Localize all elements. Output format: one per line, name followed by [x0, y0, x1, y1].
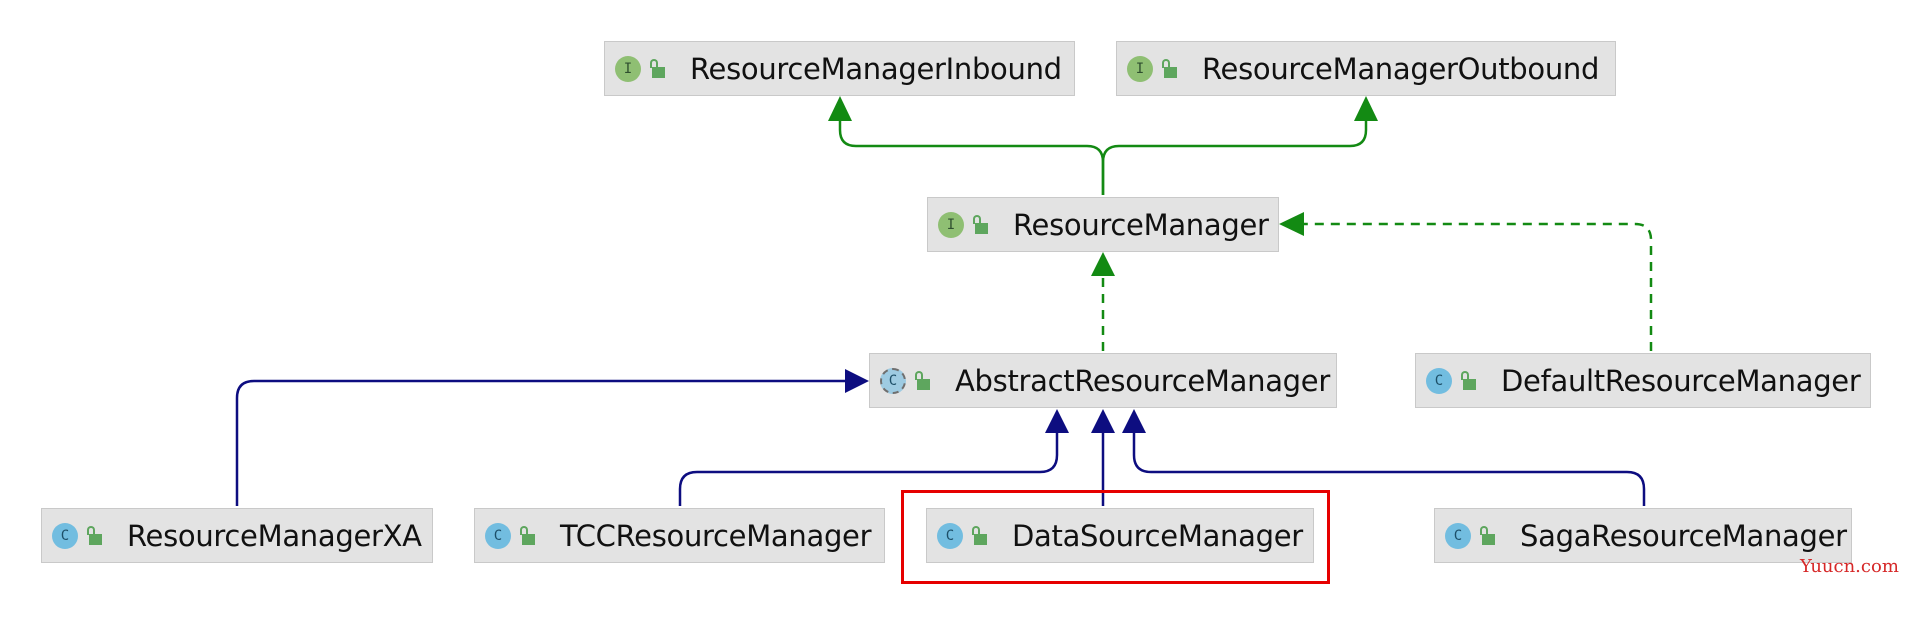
node-label: AbstractResourceManager [955, 363, 1330, 398]
class-icon: C [485, 522, 511, 549]
interface-icon: I [938, 211, 964, 238]
edge-tcc-rm-to-abstract-rm [678, 433, 1059, 506]
public-access-icon [972, 214, 990, 236]
node-resource-manager[interactable]: I ResourceManager [927, 197, 1279, 252]
class-icon: C [52, 522, 78, 549]
node-label: ResourceManager [1013, 207, 1269, 242]
arrowhead-rm-outbound [1354, 96, 1378, 121]
node-abstract-resource-manager[interactable]: C AbstractResourceManager [869, 353, 1337, 408]
highlight-box [901, 490, 1330, 584]
arrowhead-abstract-from-saga [1122, 409, 1146, 433]
node-tcc-resource-manager[interactable]: C TCCResourceManager [474, 508, 885, 563]
node-saga-resource-manager[interactable]: C SagaResourceManager [1434, 508, 1852, 563]
arrowhead-abstract-from-tcc [1045, 409, 1069, 433]
public-access-icon [1161, 58, 1179, 80]
node-datasource-manager[interactable]: C DataSourceManager [926, 508, 1314, 563]
public-access-icon [914, 370, 932, 392]
class-icon: C [1445, 522, 1471, 549]
node-label: ResourceManagerOutbound [1202, 51, 1600, 86]
arrowhead-resource-manager-from-default [1279, 212, 1304, 236]
edge-resource-manager-to-rm-outbound [1101, 121, 1368, 195]
public-access-icon [519, 525, 537, 547]
node-resource-manager-outbound[interactable]: I ResourceManagerOutbound [1116, 41, 1616, 96]
interface-icon: I [1127, 55, 1153, 82]
watermark-text: Yuucn.com [1800, 556, 1899, 577]
node-resource-manager-xa[interactable]: C ResourceManagerXA [41, 508, 433, 563]
node-label: TCCResourceManager [560, 518, 872, 553]
node-label: SagaResourceManager [1520, 518, 1847, 553]
edge-saga-rm-to-abstract-rm [1132, 433, 1646, 506]
arrowhead-abstract-from-rm-xa [845, 369, 869, 393]
public-access-icon [1479, 525, 1497, 547]
class-icon: C [1426, 367, 1452, 394]
edge-default-rm-to-resource-manager [1304, 222, 1653, 351]
node-label: DataSourceManager [1012, 518, 1303, 553]
node-label: DefaultResourceManager [1501, 363, 1861, 398]
public-access-icon [971, 525, 989, 547]
public-access-icon [649, 58, 667, 80]
class-icon: C [937, 522, 963, 549]
node-default-resource-manager[interactable]: C DefaultResourceManager [1415, 353, 1871, 408]
node-label: ResourceManagerInbound [690, 51, 1062, 86]
edge-resource-manager-to-rm-inbound [838, 121, 1105, 195]
arrowhead-resource-manager-from-abstract [1091, 252, 1115, 276]
abstract-class-icon: C [880, 367, 906, 394]
node-resource-manager-inbound[interactable]: I ResourceManagerInbound [604, 41, 1075, 96]
arrowhead-rm-inbound [828, 96, 852, 121]
public-access-icon [1460, 370, 1478, 392]
node-label: ResourceManagerXA [127, 518, 422, 553]
interface-icon: I [615, 55, 641, 82]
arrowhead-abstract-from-datasource [1091, 409, 1115, 433]
edge-rm-xa-to-abstract-rm [235, 379, 845, 506]
public-access-icon [86, 525, 104, 547]
